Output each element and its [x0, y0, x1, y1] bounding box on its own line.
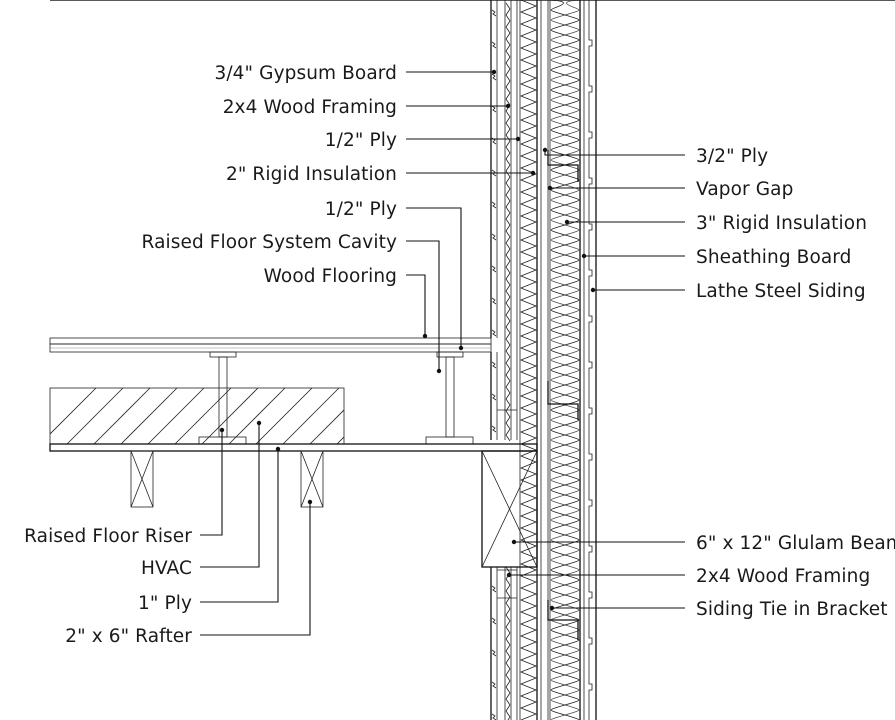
- label-raised-floor-cavity: Raised Floor System Cavity: [142, 232, 397, 253]
- siding-bracket-mid: [547, 381, 579, 420]
- label-ply-top: 1/2" Ply: [325, 130, 397, 151]
- label-wood-framing-top: 2x4 Wood Framing: [223, 97, 397, 118]
- label-ply-1: 1" Ply: [138, 593, 192, 614]
- glulam-beam: [481, 450, 538, 568]
- rafter-left: [130, 450, 154, 508]
- wall-assembly: [490, 0, 597, 720]
- floor-assembly: [49, 337, 538, 568]
- right-labels: 3/2" Ply Vapor Gap 3" Rigid Insulation S…: [696, 146, 895, 620]
- raised-floor-riser-right: [425, 351, 474, 445]
- siding-bracket-top: [547, 150, 579, 182]
- label-ply-floor: 1/2" Ply: [325, 199, 397, 220]
- left-labels: 3/4" Gypsum Board 2x4 Wood Framing 1/2" …: [24, 63, 397, 647]
- label-gypsum-board: 3/4" Gypsum Board: [214, 63, 397, 84]
- label-glulam-beam: 6" x 12" Glulam Beam: [696, 533, 895, 554]
- label-hvac: HVAC: [141, 558, 192, 579]
- label-siding-tie-bracket: Siding Tie in Bracket: [696, 599, 888, 620]
- label-ply-3-2: 3/2" Ply: [696, 146, 768, 167]
- rafter-right: [300, 450, 324, 508]
- label-rigid-insulation-2: 2" Rigid Insulation: [226, 164, 397, 185]
- label-rigid-insulation-3: 3" Rigid Insulation: [696, 213, 867, 234]
- hvac-duct: [49, 387, 345, 445]
- label-raised-floor-riser: Raised Floor Riser: [24, 526, 192, 547]
- label-sheathing-board: Sheathing Board: [696, 247, 852, 268]
- leader-lines: [200, 69, 685, 636]
- label-vapor-gap: Vapor Gap: [696, 179, 793, 200]
- label-wood-framing-bottom: 2x4 Wood Framing: [696, 566, 870, 587]
- label-rafter: 2" x 6" Rafter: [65, 626, 192, 647]
- label-lathe-steel-siding: Lathe Steel Siding: [696, 281, 866, 302]
- siding-bracket-bottom: [547, 600, 579, 640]
- label-wood-flooring: Wood Flooring: [264, 266, 397, 287]
